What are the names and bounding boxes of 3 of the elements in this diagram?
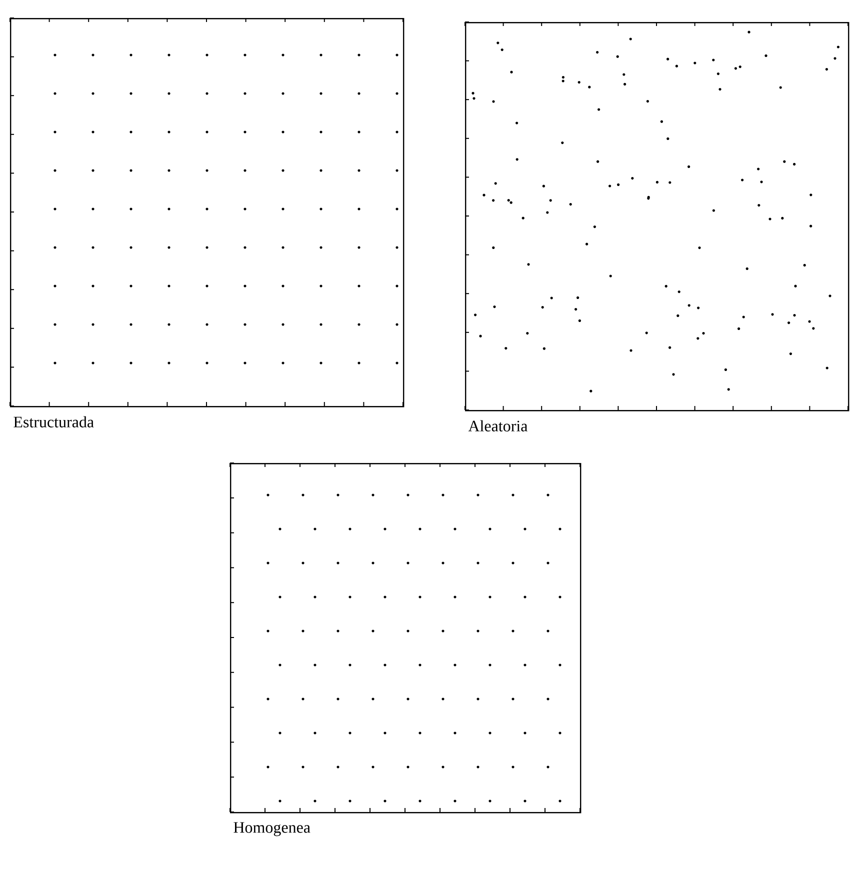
panel-caption: Estructurada xyxy=(14,416,94,428)
panel-caption: Homogenea xyxy=(234,822,310,836)
panel-caption: Aleatoria xyxy=(468,420,528,432)
